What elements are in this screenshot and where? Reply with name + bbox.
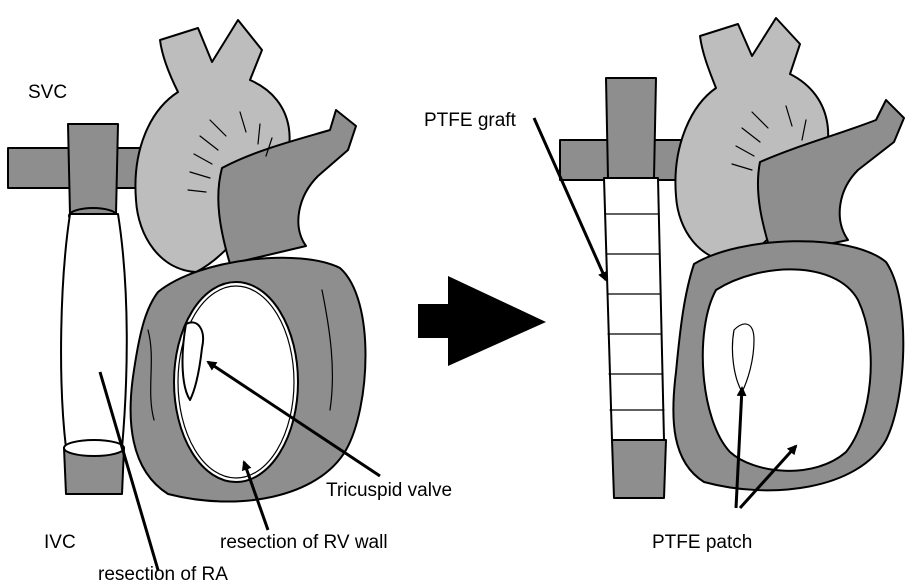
right-ivc-tube [612, 440, 666, 498]
right-svc-tube [606, 78, 656, 178]
label-ivc: IVC [44, 532, 76, 553]
label-resection-rv: resection of RV wall [220, 532, 388, 553]
label-resection-ra: resection of RA [98, 564, 228, 585]
left-right-atrium [61, 214, 127, 448]
label-ptfe-graft: PTFE graft [424, 110, 517, 131]
label-svc: SVC [28, 82, 67, 103]
transition-arrow [418, 276, 546, 366]
label-tricuspid-valve: Tricuspid valve [326, 480, 452, 501]
left-svc-tube [68, 124, 118, 214]
after-heart-illustration [560, 18, 904, 498]
ptfe-graft-tube [604, 178, 664, 440]
label-ptfe-patch: PTFE patch [652, 532, 752, 553]
ptfe-patch-shape [703, 269, 871, 470]
